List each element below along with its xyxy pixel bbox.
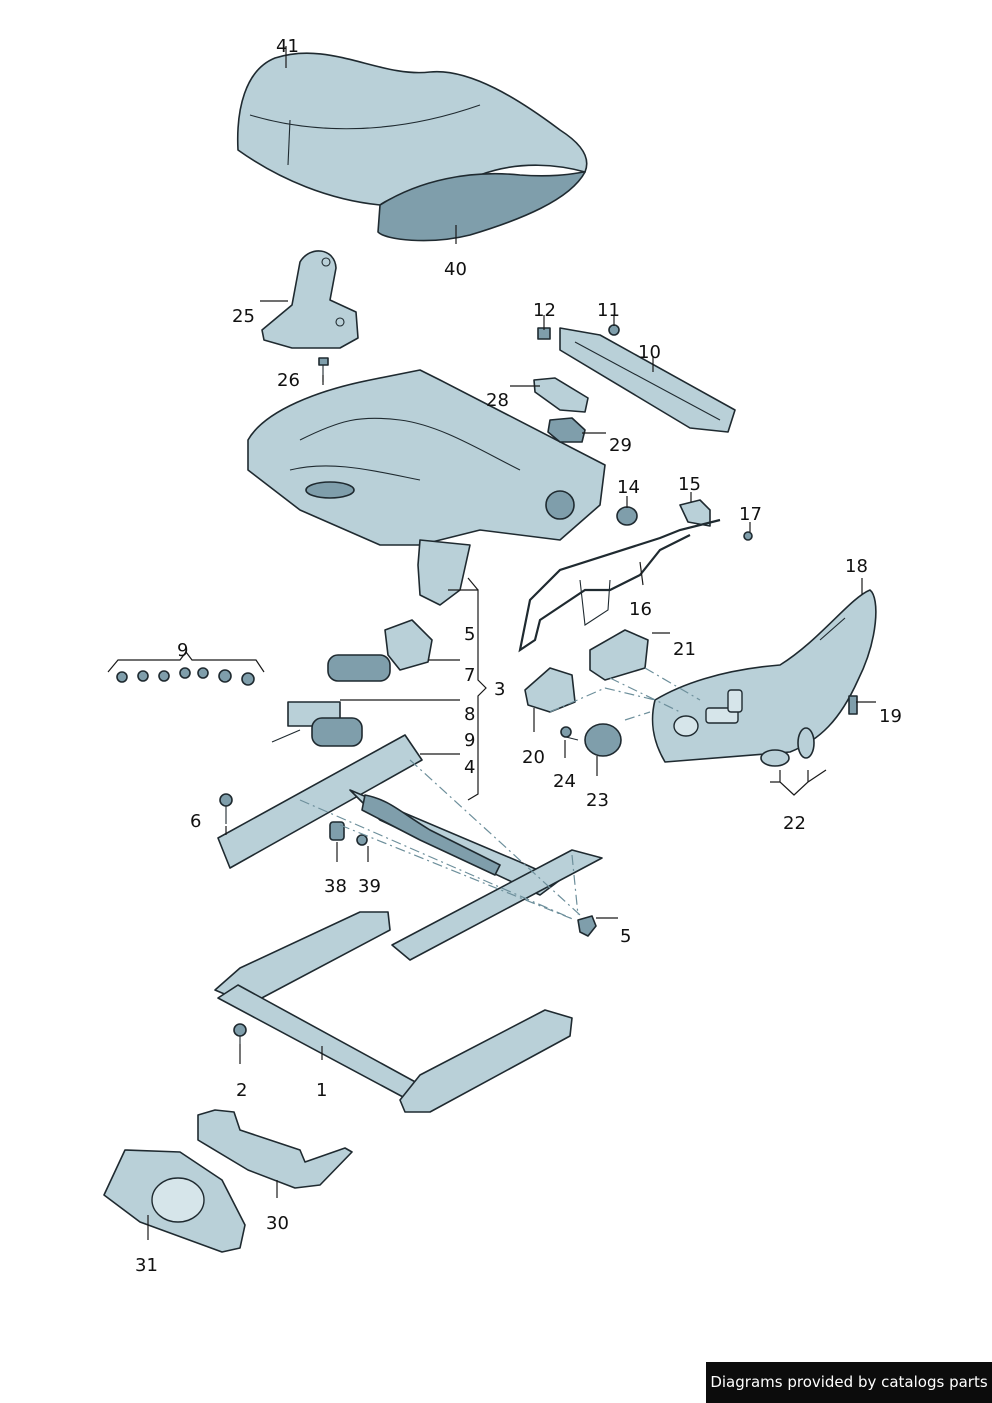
- label-11: 11: [597, 300, 620, 321]
- catalog-credit-banner: Diagrams provided by catalogs parts: [706, 1362, 992, 1403]
- label-6: 6: [190, 811, 201, 832]
- cable-16: [518, 518, 721, 653]
- label-3: 3: [494, 679, 505, 700]
- bolt-6: [219, 793, 233, 824]
- screw-11: [608, 324, 620, 336]
- label-1: 1: [316, 1080, 327, 1101]
- label-30: 30: [266, 1213, 289, 1234]
- connector-29: [547, 417, 586, 443]
- credit-text: Diagrams provided by catalogs parts: [710, 1373, 988, 1391]
- screw-17: [743, 531, 753, 541]
- alignment-lines: [299, 667, 701, 921]
- label-14: 14: [617, 477, 640, 498]
- seat-cushion-40: [377, 171, 586, 242]
- label-15: 15: [678, 474, 701, 495]
- slide-rail-right: [391, 849, 603, 961]
- label-12: 12: [533, 300, 556, 321]
- side-bracket-25: [261, 250, 359, 349]
- screw-39: [356, 834, 368, 846]
- housing-31: [103, 1149, 246, 1253]
- label-16: 16: [629, 599, 652, 620]
- label-8: 8: [464, 704, 475, 725]
- label-31: 31: [135, 1255, 158, 1276]
- label-41: 41: [276, 36, 299, 57]
- rail-10: [559, 327, 736, 433]
- leader-lines: [107, 46, 876, 1240]
- bush-14: [616, 506, 638, 526]
- screw-24: [560, 726, 579, 741]
- label-21: 21: [673, 639, 696, 660]
- buttons-22: [760, 727, 815, 767]
- clip-5-lower: [577, 915, 597, 937]
- label-38: 38: [324, 876, 347, 897]
- bolt-2: [233, 1023, 247, 1044]
- label-24: 24: [553, 771, 576, 792]
- label-17: 17: [739, 504, 762, 525]
- label-28: 28: [486, 390, 509, 411]
- label-18: 18: [845, 556, 868, 577]
- knob-23: [584, 723, 622, 757]
- label-5-upper: 5: [464, 624, 475, 645]
- label-9-left: 9: [177, 640, 188, 661]
- switch-20: [524, 667, 576, 713]
- label-7: 7: [464, 665, 475, 686]
- label-4: 4: [464, 757, 475, 778]
- bracket-28: [533, 377, 589, 413]
- label-20: 20: [522, 747, 545, 768]
- seat-frame: [247, 369, 606, 606]
- clip-19: [848, 695, 858, 715]
- motor-8: [271, 701, 363, 747]
- label-2: 2: [236, 1080, 247, 1101]
- part-labels: 41 40 25 26 12 11 10 28 29 14 15 17 16 1…: [135, 36, 902, 1276]
- label-23: 23: [586, 790, 609, 811]
- base-frame-1: [214, 911, 573, 1113]
- screw-set-9: [116, 667, 255, 686]
- label-10: 10: [638, 342, 661, 363]
- label-29: 29: [609, 435, 632, 456]
- label-25: 25: [232, 306, 255, 327]
- bracket-30: [197, 1109, 353, 1189]
- label-40: 40: [444, 259, 467, 280]
- label-22: 22: [783, 813, 806, 834]
- holder-15: [679, 499, 711, 527]
- switch-21: [589, 629, 649, 681]
- motor-7: [327, 619, 433, 682]
- label-19: 19: [879, 706, 902, 727]
- side-panel-18: [651, 589, 877, 763]
- label-9-right: 9: [464, 730, 475, 751]
- nut-38: [329, 821, 345, 841]
- seat-rail-4: [217, 734, 561, 896]
- label-39: 39: [358, 876, 381, 897]
- label-5-lower: 5: [620, 926, 631, 947]
- label-26: 26: [277, 370, 300, 391]
